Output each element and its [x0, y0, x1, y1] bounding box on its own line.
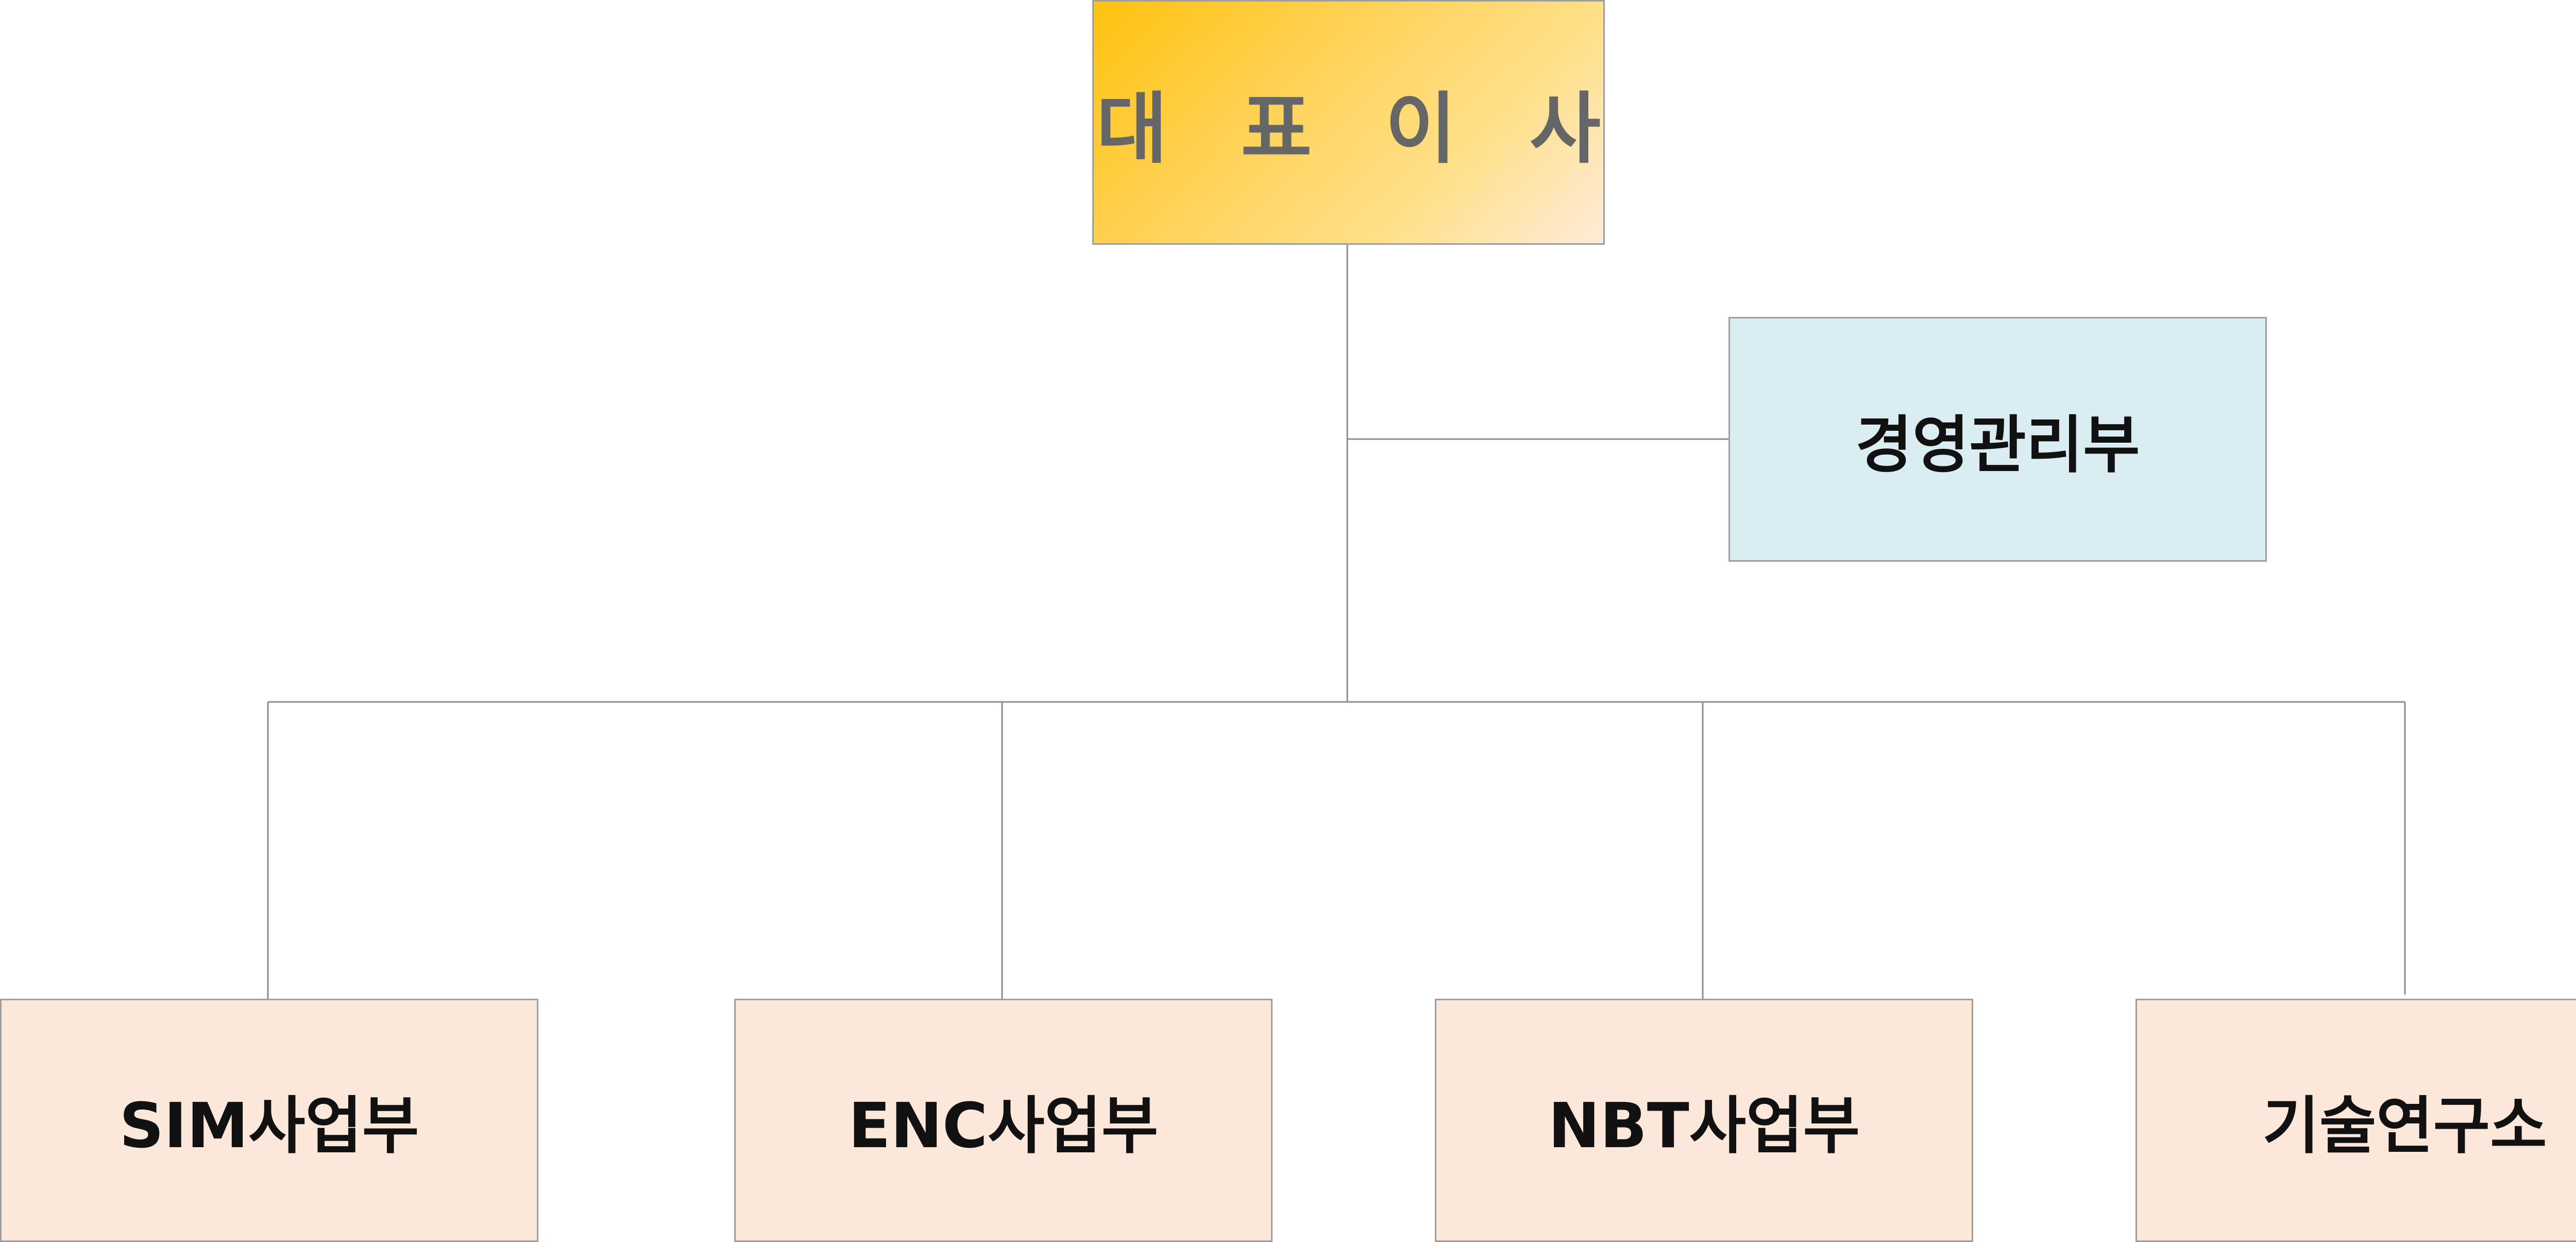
sim-dept-box: SIM사업부 — [0, 999, 538, 1242]
research-lab-label: 기술연구소 — [2262, 1090, 2547, 1162]
ceo-box: 대 표 이 사 — [1092, 0, 1605, 245]
research-lab-box: 기술연구소 — [2136, 999, 2576, 1242]
nbt-dept-box: NBT사업부 — [1435, 999, 1973, 1242]
enc-dept-label: ENC사업부 — [848, 1090, 1159, 1162]
enc-dept-box: ENC사업부 — [734, 999, 1273, 1242]
sim-dept-label: SIM사업부 — [119, 1090, 419, 1162]
management-dept-label: 경영관리부 — [1855, 409, 2140, 481]
nbt-dept-label: NBT사업부 — [1548, 1090, 1860, 1162]
ceo-label: 대 표 이 사 — [1096, 85, 1624, 174]
management-dept-box: 경영관리부 — [1728, 317, 2267, 562]
